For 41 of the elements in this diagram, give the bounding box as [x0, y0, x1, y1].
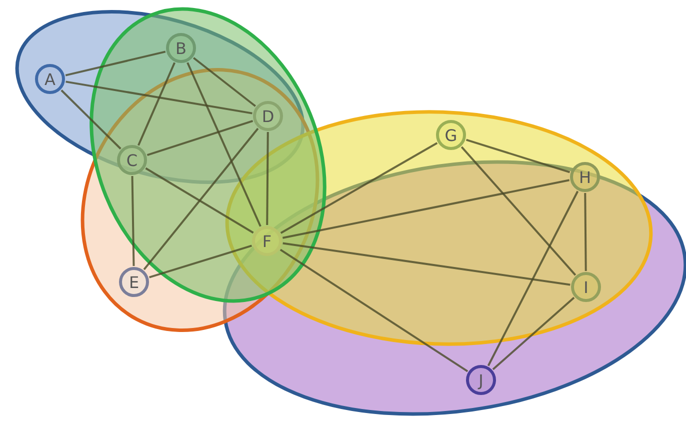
connector-line [149, 244, 252, 278]
vertex-circle [571, 272, 601, 302]
connector-line [466, 138, 570, 174]
connector-line [131, 176, 135, 266]
connector-line [143, 128, 259, 270]
connector-line [282, 242, 570, 286]
connector-line [487, 190, 579, 366]
connector-line [146, 120, 254, 156]
vertex-label: C [126, 150, 138, 170]
connector-line [280, 142, 438, 234]
vertex-label: J [478, 370, 484, 390]
vertex-circle [436, 120, 466, 150]
vertex-label: B [176, 38, 186, 58]
vertex-label: G [444, 126, 458, 144]
vertex-label: A [44, 70, 56, 88]
vertex-circle [119, 267, 149, 297]
vertex-label: E [128, 272, 140, 292]
connector-line [186, 62, 262, 227]
connector-line [492, 296, 575, 370]
vertex-label: H [578, 168, 592, 186]
connector-line [60, 90, 122, 150]
connector-line [145, 167, 254, 234]
connector-line [138, 62, 176, 146]
vertex-label: D [262, 106, 274, 126]
connector-line [280, 248, 468, 372]
connector-line [65, 50, 166, 76]
connector-line [584, 192, 587, 272]
vertex-circle [35, 64, 65, 94]
vertex-circle [570, 162, 600, 192]
connector-line [66, 80, 252, 114]
connector-line [192, 57, 256, 107]
vertex-circle [253, 101, 283, 131]
vertex-circle [166, 33, 196, 63]
connector-line [266, 132, 269, 225]
vertex-circle [252, 226, 282, 256]
vertex-circle [466, 365, 496, 395]
vertex-label: F [262, 232, 272, 250]
connector-line [460, 146, 576, 276]
vertex-circle [117, 145, 147, 175]
connector-line [282, 179, 570, 239]
vertex-label: I [584, 278, 588, 296]
